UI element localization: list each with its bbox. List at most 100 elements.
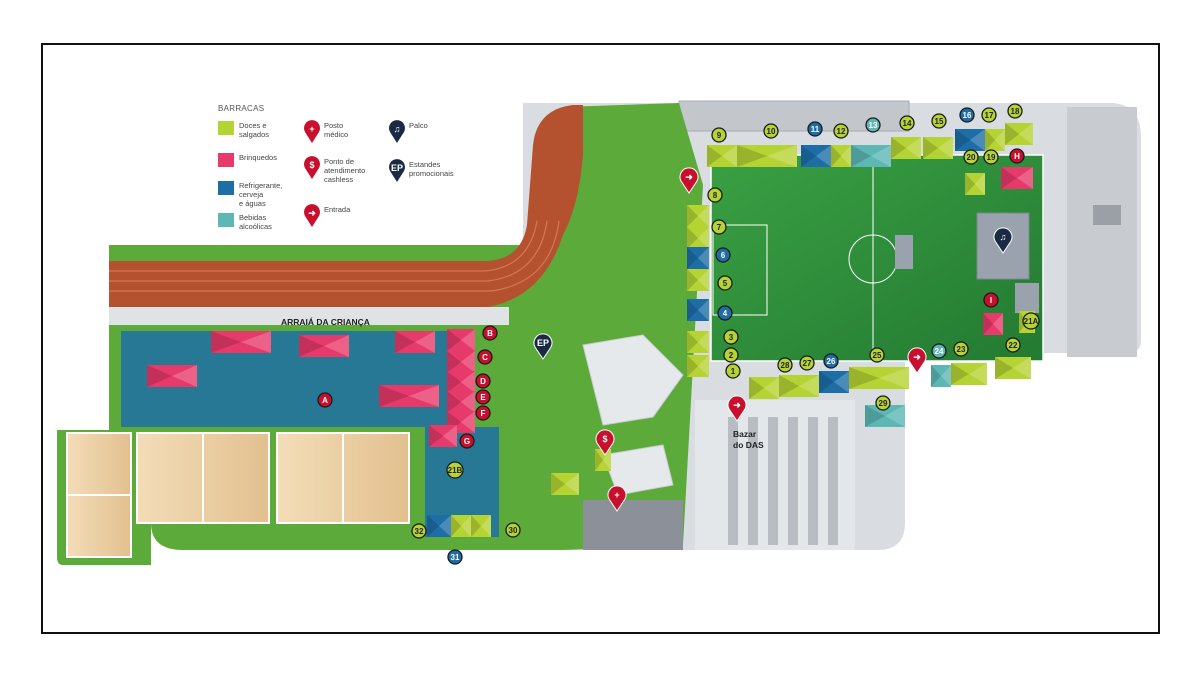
right-building-window (1093, 205, 1121, 225)
stall-doces (687, 269, 709, 291)
marker-h[interactable]: H (1009, 148, 1025, 164)
legend-label: médico (324, 130, 348, 139)
stall-brinquedos (1001, 167, 1033, 189)
marker-17[interactable]: 17 (981, 107, 997, 123)
stall-doces (1005, 123, 1033, 145)
stall-brinquedos (447, 371, 475, 393)
marker-3[interactable]: 3 (723, 329, 739, 345)
svg-text:+: + (309, 124, 314, 134)
svg-text:➜: ➜ (913, 352, 921, 362)
marker-30[interactable]: 30 (505, 522, 521, 538)
marker-label: 13 (869, 121, 878, 130)
stall-doces (749, 377, 779, 399)
svg-text:♫: ♫ (394, 124, 401, 134)
marker-16[interactable]: 16 (959, 107, 975, 123)
marker-13[interactable]: 13 (865, 117, 881, 133)
stall-doces (687, 205, 709, 227)
stall-doces (779, 375, 819, 397)
marker-25[interactable]: 25 (869, 347, 885, 363)
legend-swatch (218, 213, 234, 227)
marker-i[interactable]: I (983, 292, 999, 308)
stall-refrigerante (801, 145, 831, 167)
track-border (109, 307, 509, 325)
marker-21a[interactable]: 21A (1022, 312, 1040, 330)
stall-doces (891, 137, 921, 159)
ep-pin-icon[interactable]: EP (533, 333, 553, 360)
marker-a[interactable]: A (317, 392, 333, 408)
marker-7[interactable]: 7 (711, 219, 727, 235)
marker-8[interactable]: 8 (707, 187, 723, 203)
field-penalty-left (712, 224, 768, 316)
marker-label: 1 (731, 367, 736, 376)
marker-label: 14 (903, 119, 912, 128)
marker-29[interactable]: 29 (875, 395, 891, 411)
marker-label: 27 (803, 359, 812, 368)
marker-label: 11 (811, 125, 820, 134)
legend-swatch (218, 121, 234, 135)
marker-6[interactable]: 6 (715, 247, 731, 263)
marker-label: E (480, 393, 486, 402)
marker-label: 19 (987, 153, 996, 162)
legend-label: salgados (239, 130, 269, 139)
marker-23[interactable]: 23 (953, 341, 969, 357)
marker-label: 3 (729, 333, 734, 342)
marker-d[interactable]: D (475, 373, 491, 389)
arrow-pin-icon[interactable]: ➜ (727, 395, 747, 422)
marker-24[interactable]: 24 (931, 343, 947, 359)
marker-32[interactable]: 32 (411, 523, 427, 539)
marker-1[interactable]: 1 (725, 363, 741, 379)
marker-26[interactable]: 26 (823, 353, 839, 369)
marker-b[interactable]: B (482, 325, 498, 341)
marker-18[interactable]: 18 (1007, 103, 1023, 119)
stall-doces (551, 473, 579, 495)
legend-label: e águas (239, 199, 266, 208)
legend-label: Posto (324, 121, 343, 130)
stall-doces (995, 357, 1031, 379)
marker-label: 21B (448, 466, 463, 475)
marker-10[interactable]: 10 (763, 123, 779, 139)
marker-9[interactable]: 9 (711, 127, 727, 143)
marker-label: 29 (879, 399, 888, 408)
marker-28[interactable]: 28 (777, 357, 793, 373)
marker-label: C (482, 353, 488, 362)
stall-doces (923, 137, 953, 159)
stall-refrigerante (819, 371, 849, 393)
dollar-pin-icon[interactable]: $ (595, 429, 615, 456)
marker-5[interactable]: 5 (717, 275, 733, 291)
marker-12[interactable]: 12 (833, 123, 849, 139)
arrow-pin-icon[interactable]: ➜ (679, 167, 699, 194)
marker-21b[interactable]: 21B (446, 461, 464, 479)
marker-15[interactable]: 15 (931, 113, 947, 129)
marker-f[interactable]: F (475, 405, 491, 421)
plus-pin-icon[interactable]: + (607, 485, 627, 512)
central-building (583, 500, 683, 550)
marker-2[interactable]: 2 (723, 347, 739, 363)
marker-22[interactable]: 22 (1005, 337, 1021, 353)
svg-text:EP: EP (537, 338, 549, 348)
marker-11[interactable]: 11 (807, 121, 823, 137)
arrow-pin-icon[interactable]: ➜ (907, 347, 927, 374)
marker-label: 20 (967, 153, 976, 162)
bazar-label-line2: do DAS (733, 440, 764, 450)
marker-31[interactable]: 31 (447, 549, 463, 565)
music-pin-icon[interactable]: ♫ (993, 227, 1013, 254)
svg-text:➜: ➜ (685, 172, 693, 182)
legend-label: alcoólicas (239, 222, 272, 231)
marker-g[interactable]: G (459, 433, 475, 449)
marker-19[interactable]: 19 (983, 149, 999, 165)
marker-c[interactable]: C (477, 349, 493, 365)
marker-20[interactable]: 20 (963, 149, 979, 165)
marker-27[interactable]: 27 (799, 355, 815, 371)
legend-label: Entrada (324, 205, 351, 214)
marker-label: 8 (713, 191, 718, 200)
marker-e[interactable]: E (475, 389, 491, 405)
marker-14[interactable]: 14 (899, 115, 915, 131)
marker-label: 7 (717, 223, 722, 232)
stall-doces (687, 355, 709, 377)
music-pin-icon: ♫ (389, 120, 405, 143)
marker-4[interactable]: 4 (717, 305, 733, 321)
stall-brinquedos (395, 331, 435, 353)
